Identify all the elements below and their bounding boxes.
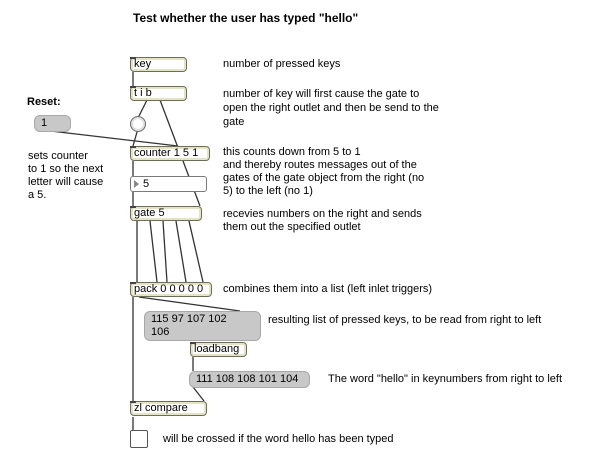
trigger-comment-line-1: number of key will first cause the gate … — [223, 88, 420, 100]
result-message-line-2: 106 — [151, 326, 170, 338]
key-comment: number of pressed keys — [223, 58, 341, 70]
zl-compare-object[interactable]: zl compare — [130, 401, 207, 416]
reset-comment-line-4: a 5. — [28, 189, 47, 201]
hello-message[interactable]: 111 108 108 101 104 — [189, 371, 310, 388]
pack-object[interactable]: pack 0 0 0 0 0 — [130, 282, 212, 297]
result-message[interactable]: 115 97 107 102 106 — [144, 311, 261, 341]
reset-message[interactable]: 1 — [34, 115, 71, 132]
counter-comment-line-3: gates of the gate object from the right … — [223, 172, 425, 184]
key-object[interactable]: key — [130, 57, 187, 72]
counter-object[interactable]: counter 1 5 1 — [130, 146, 210, 161]
counter-comment-line-4: 5) to the left (no 1) — [223, 185, 313, 197]
trigger-object[interactable]: t i b — [130, 86, 187, 101]
counter-comment-line-1: this counts down from 5 to 1 — [223, 146, 361, 158]
reset-comment-line-3: letter will cause — [28, 176, 104, 188]
result-comment: resulting list of pressed keys, to be re… — [268, 314, 542, 326]
number-box-triangle-icon — [134, 180, 139, 188]
gate-object[interactable]: gate 5 — [130, 206, 202, 221]
number-box-value: 5 — [143, 178, 150, 190]
result-toggle[interactable] — [130, 430, 148, 448]
hello-comment: The word "hello" in keynumbers from righ… — [328, 373, 563, 385]
gate-comment-line-1: recevies numbers on the right and sends — [223, 208, 422, 220]
gate-comment-line-2: them out the specified outlet — [223, 221, 361, 233]
trigger-comment-line-3: gate — [223, 116, 245, 128]
loadbang-object[interactable]: loadbang — [190, 342, 247, 357]
toggle-comment: will be crossed if the word hello has be… — [163, 433, 394, 445]
bang-button[interactable] — [130, 116, 146, 132]
patch-title: Test whether the user has typed "hello" — [133, 11, 359, 25]
counter-comment-line-2: and thereby routes messages out of the — [223, 159, 417, 171]
pack-comment: combines them into a list (left inlet tr… — [223, 283, 433, 295]
result-message-line-1: 115 97 107 102 — [151, 313, 227, 325]
reset-comment-line-2: to 1 so the next — [28, 163, 104, 175]
number-box[interactable]: 5 — [130, 176, 207, 192]
reset-comment-line-1: sets counter — [28, 150, 88, 162]
reset-label: Reset: — [27, 96, 61, 108]
trigger-comment-line-2: open the right outlet and then be send t… — [223, 102, 439, 114]
